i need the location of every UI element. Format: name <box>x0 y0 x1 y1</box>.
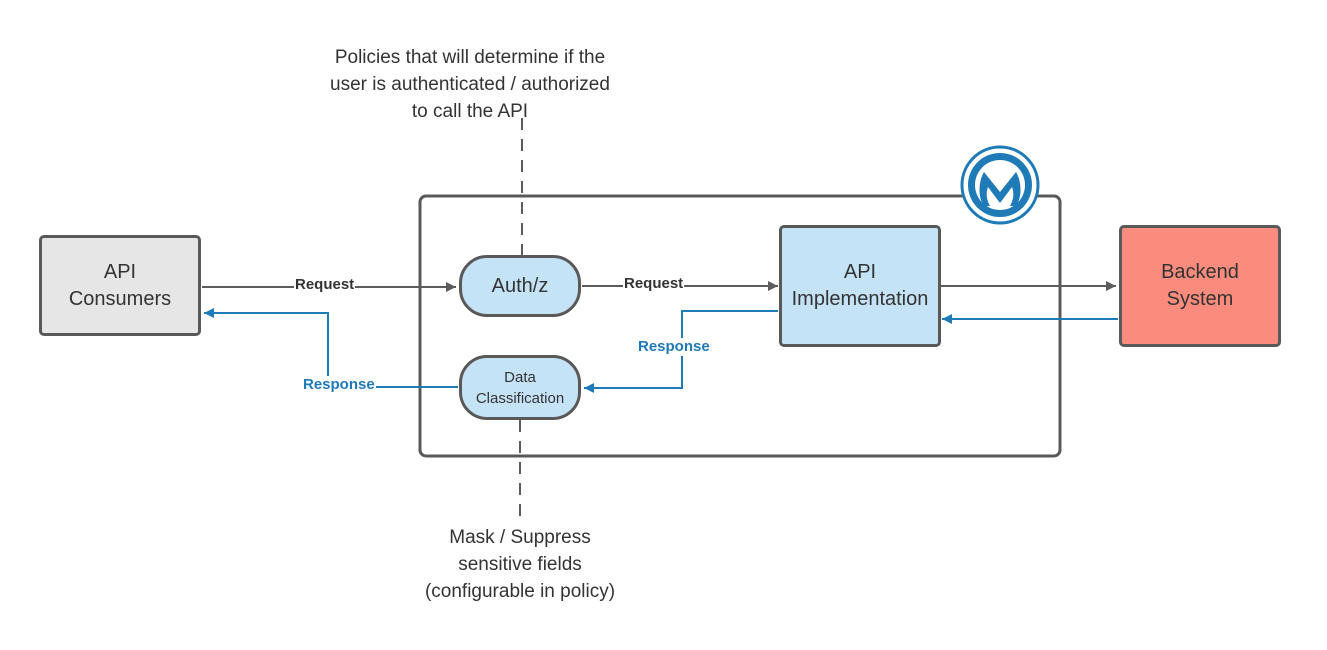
top-note-line-2: user is authenticated / authorized <box>330 74 610 95</box>
top-note: Policies that will determine if the user… <box>290 44 650 125</box>
api-implementation-line-1: API <box>843 261 877 283</box>
data-classification-line-1: Data <box>504 368 536 386</box>
backend-system-line-1: Backend <box>1161 261 1239 283</box>
mule-container <box>418 194 1062 458</box>
authz-label: Auth/z <box>491 274 549 297</box>
top-note-line-1: Policies that will determine if the <box>334 47 606 68</box>
backend-system-line-2: System <box>1166 288 1234 310</box>
response-label-2: Response <box>637 338 711 356</box>
api-consumers-line-1: API <box>103 260 137 283</box>
request-label-2: Request <box>623 275 685 293</box>
api-consumers-node: API Consumers <box>39 235 201 336</box>
authz-policy-node: Auth/z <box>459 255 581 317</box>
bottom-note-line-1: Mask / Suppress <box>449 527 591 548</box>
data-classification-line-2: Classification <box>475 389 565 407</box>
mulesoft-logo-icon <box>960 145 1040 225</box>
api-consumers-line-2: Consumers <box>68 287 172 310</box>
api-implementation-line-2: Implementation <box>791 288 929 310</box>
backend-system-node: Backend System <box>1119 225 1281 347</box>
response-label-1: Response <box>302 376 376 394</box>
top-note-line-3: to call the API <box>411 101 529 122</box>
request-label-1: Request <box>294 276 356 294</box>
api-implementation-node: API Implementation <box>779 225 941 347</box>
bottom-note-line-2: sensitive fields <box>458 554 582 575</box>
response-arrow-1 <box>204 308 458 388</box>
data-classification-node: Data Classification <box>459 355 581 420</box>
bottom-note-line-3: (configurable in policy) <box>424 581 616 602</box>
bottom-note: Mask / Suppress sensitive fields (config… <box>380 524 660 605</box>
